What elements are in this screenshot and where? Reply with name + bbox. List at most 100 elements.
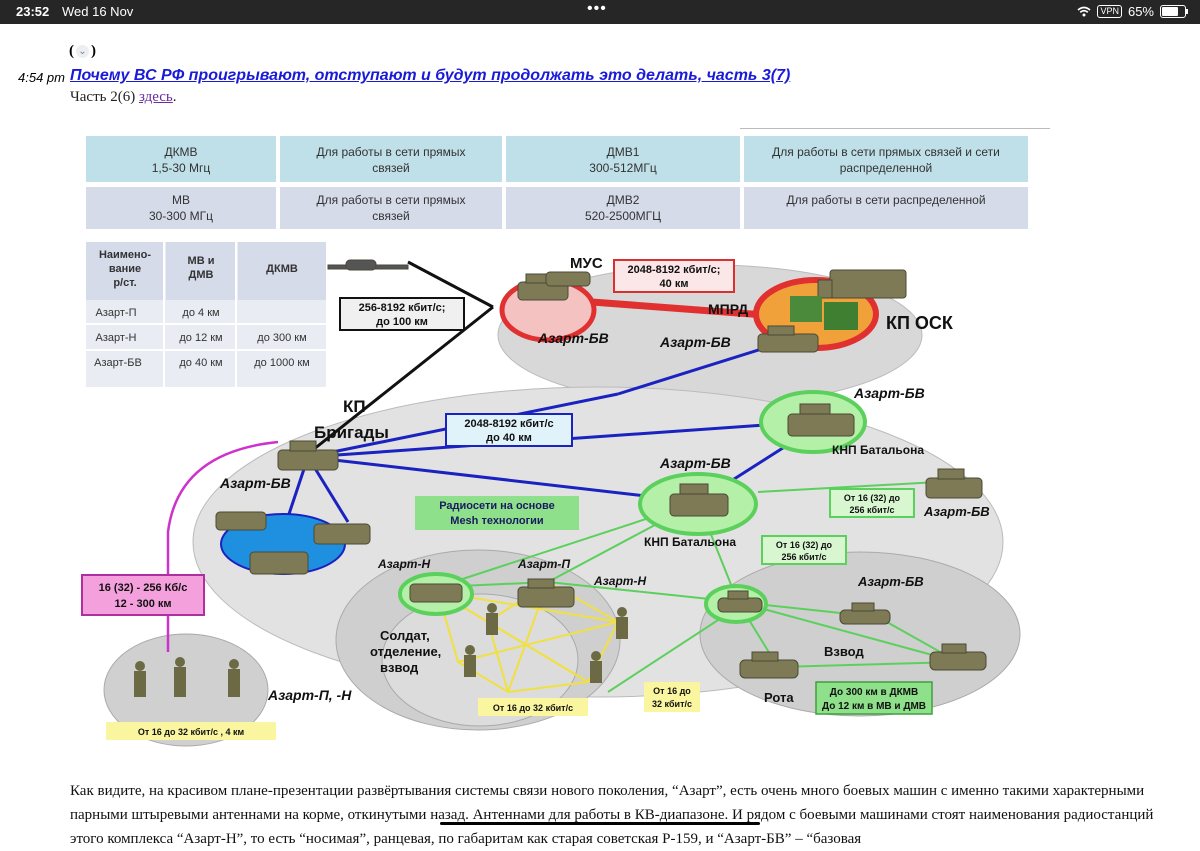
apc-icon <box>249 551 309 575</box>
range-row-dkmv: до 1000 км <box>254 357 310 369</box>
status-right: VPN 65% <box>1077 4 1188 19</box>
band-name: ДМВ1 <box>607 145 640 159</box>
band-table: ДКМВ 1,5-30 Мгц Для работы в сети прямых… <box>86 136 1028 229</box>
rate-uav: 256-8192 кбит/с; <box>359 302 446 314</box>
range-row-dkmv: до 300 км <box>257 332 306 344</box>
label-azart-bv: Азарт-БВ <box>219 475 291 491</box>
soldier-icon <box>134 661 146 697</box>
label-mus: МУС <box>570 255 603 272</box>
battery-percent: 65% <box>1127 4 1154 19</box>
rate-32-short-b: 32 кбит/с <box>652 699 692 709</box>
rate-uav-2: до 100 км <box>376 316 428 328</box>
multitasking-dots-icon[interactable]: ••• <box>587 0 607 17</box>
band-usage: Для работы в сети прямых <box>317 145 466 159</box>
vpn-badge: VPN <box>1097 5 1122 18</box>
callout-mesh <box>415 496 579 530</box>
label-azart-bv: Азарт-БВ <box>659 334 731 350</box>
range-header-cell <box>86 242 164 300</box>
link-magenta <box>166 440 279 652</box>
label-rota: Рота <box>764 690 794 705</box>
range-row-name: Азарт-БВ <box>94 357 142 369</box>
zone-soldier-ellipse <box>381 593 579 727</box>
soldier-icon <box>486 603 498 635</box>
soldier-icon <box>174 657 186 697</box>
rate-top: 2048-8192 кбит/с; <box>628 264 721 276</box>
label-knp-bat: КНП Батальона <box>644 535 736 549</box>
chevron-down-icon[interactable]: ⌄ <box>76 45 89 59</box>
range-header-cell <box>238 242 326 300</box>
part-link[interactable]: здесь <box>138 89 173 105</box>
uav-icon <box>327 259 409 271</box>
label-soldier-1: Солдат, <box>380 628 430 643</box>
range-header: ДМВ <box>189 269 214 281</box>
apc-icon <box>277 440 339 471</box>
range-header-cell <box>166 242 236 300</box>
part-suffix: . <box>172 89 177 105</box>
link-red <box>591 298 779 320</box>
soldiers <box>134 603 628 697</box>
label-azart-p: Азарт-П <box>517 557 570 571</box>
callout-yellow <box>106 722 276 740</box>
label-kp: КП <box>343 397 366 416</box>
part-line: Часть 2(6) здесь. <box>70 89 177 106</box>
battery-icon <box>1160 5 1188 18</box>
band-usage: Для работы в сети прямых связей и сети <box>772 145 1000 159</box>
callouts: 2048-8192 кбит/с; 40 км 256-8192 кбит/с;… <box>81 259 933 740</box>
callout-green <box>761 535 847 565</box>
apc-icon <box>669 483 729 517</box>
post-title-link[interactable]: Почему ВС РФ проигрывают, отступают и бу… <box>70 67 791 84</box>
label-vzvod: Взвод <box>824 644 864 659</box>
label-soldier-2: отделение, <box>370 644 441 659</box>
status-bar: 23:52 Wed 16 Nov ••• VPN 65% <box>0 0 1200 24</box>
range-row-mv: до 40 км <box>179 357 222 369</box>
rate-32-short-a: От 16 до <box>653 686 691 696</box>
range-row-name: Азарт-П <box>96 307 137 319</box>
band-usage: Для работы в сети распределенной <box>786 193 985 207</box>
range-header: ДКМВ <box>266 263 298 275</box>
tank-icon <box>929 643 987 671</box>
label-azart-bv: Азарт-БВ <box>857 574 924 589</box>
rate-16-b: 256 кбит/с <box>849 505 894 515</box>
band-name: ДКМВ <box>164 145 197 159</box>
rate-mid: 2048-8192 кбит/с <box>464 418 553 430</box>
label-azart-bv: Азарт-БВ <box>853 385 925 401</box>
band-name: ДМВ2 <box>607 193 640 207</box>
rate-32: От 16 до 32 кбит/с <box>493 703 573 713</box>
band-cell <box>506 187 740 229</box>
apc-icon <box>409 583 463 603</box>
part-prefix: Часть 2(6) <box>70 89 139 105</box>
range-row-mv: до 4 км <box>182 307 219 319</box>
rate-top-2: 40 км <box>660 278 689 290</box>
range-header: вание <box>109 263 141 275</box>
range-header: Наимено- <box>99 249 151 261</box>
band-range: 30-300 МГц <box>149 209 213 223</box>
range-green-2: До 12 км в МВ и ДМВ <box>822 701 926 712</box>
wifi-icon <box>1077 6 1091 17</box>
tank-icon <box>739 651 799 679</box>
band-name: МВ <box>172 193 190 207</box>
link-black <box>407 260 494 309</box>
rate-16-a: От 16 (32) до <box>844 493 901 503</box>
apc-icon <box>517 578 575 608</box>
toggle-paren-close: ) <box>91 43 96 59</box>
range-row-mv: до 12 км <box>179 332 222 344</box>
range-table: Наимено- вание р/ст. МВ и ДМВ ДКМВ Азарт… <box>86 242 326 387</box>
article-paragraph: Как видите, на красивом плане-презентаци… <box>70 783 1154 847</box>
link-blue <box>307 455 699 504</box>
apc-icon <box>787 403 855 437</box>
collapse-toggle[interactable]: (⌄) <box>69 43 96 60</box>
band-cell <box>86 187 276 229</box>
label-azart-n: Азарт-Н <box>377 557 430 571</box>
vehicles <box>215 259 987 679</box>
tent-icon <box>790 296 822 322</box>
post-time: 4:54 pm <box>18 70 65 85</box>
band-cell <box>506 136 740 182</box>
rate-16-a: От 16 (32) до <box>776 540 833 550</box>
rate-pink-2: 12 - 300 км <box>114 598 171 610</box>
band-cell <box>280 136 502 182</box>
truck-icon <box>817 269 907 299</box>
labels: МУС МПРД КП ОСК Азарт-БВ Азарт-БВ КП Бри… <box>219 255 990 705</box>
mesh-2: Mesh технологии <box>450 515 543 527</box>
selection-underline <box>440 822 760 825</box>
rate-16-b: 256 кбит/с <box>781 552 826 562</box>
